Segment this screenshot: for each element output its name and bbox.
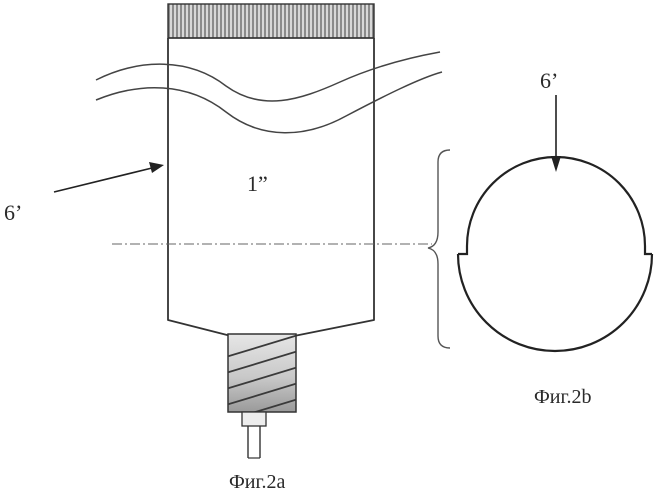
pointer-label-b: 6’: [540, 70, 558, 92]
cap-knurl: [168, 4, 374, 38]
pointer-arrow-b: [551, 95, 561, 172]
nozzle: [216, 332, 308, 458]
part-label: 1”: [247, 173, 268, 195]
pointer-label-a: 6’: [4, 202, 22, 224]
pointer-arrow-a: [54, 162, 164, 192]
cross-section: [458, 157, 652, 351]
container-body: [168, 4, 374, 336]
break-lines: [96, 52, 442, 133]
figure-caption-b: Фиг.2b: [534, 387, 591, 407]
body-outline: [168, 38, 374, 336]
section-brace: [428, 150, 450, 348]
figure-caption-a: Фиг.2a: [229, 472, 285, 492]
